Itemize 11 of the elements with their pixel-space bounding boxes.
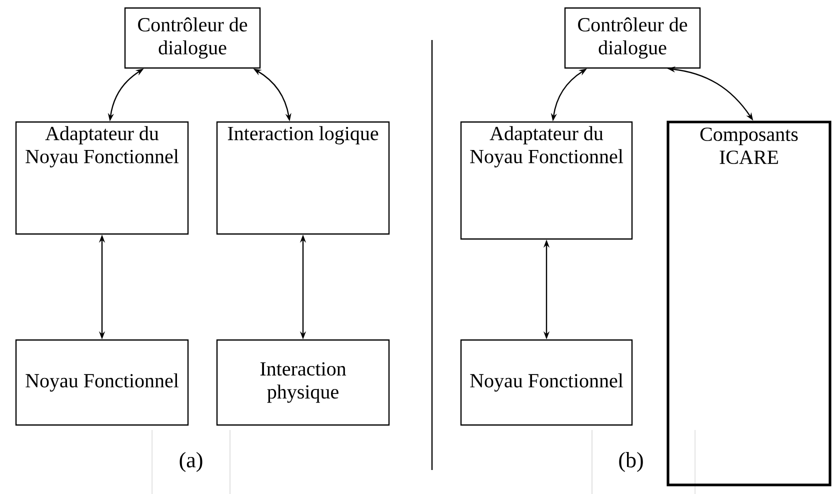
process-box: Noyau Fonctionnel	[460, 339, 633, 426]
process-box: Contrôleur de dialogue	[564, 7, 701, 69]
process-box: Interaction physique	[216, 339, 390, 426]
panel-label: (a)	[180, 452, 202, 472]
process-box: Noyau Fonctionnel	[15, 339, 189, 426]
panel-label: (b)	[619, 452, 643, 472]
process-box: Composants ICARE	[666, 120, 832, 486]
process-box: Adaptateur du Noyau Fonctionnel	[460, 121, 633, 240]
process-box: Contrôleur de dialogue	[124, 7, 261, 69]
process-box: Interaction logique	[216, 121, 390, 235]
process-box: Adaptateur du Noyau Fonctionnel	[15, 121, 189, 235]
